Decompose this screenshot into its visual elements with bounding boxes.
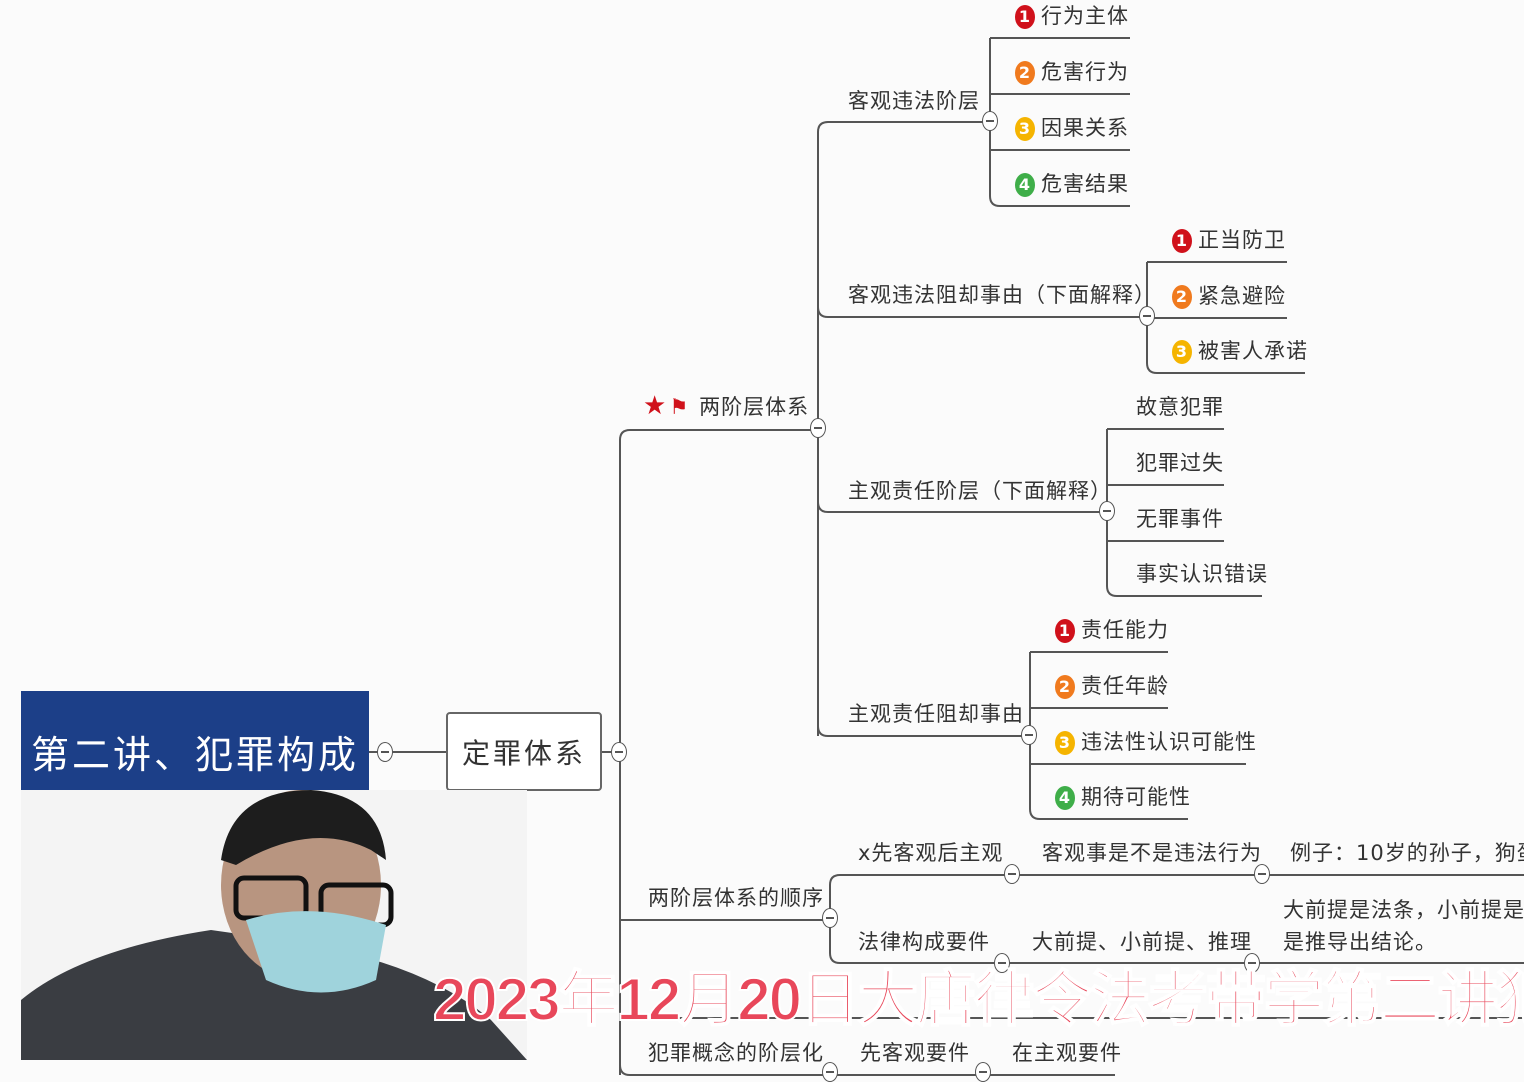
- collapse-toggle[interactable]: [1004, 864, 1020, 884]
- priority-3-icon: 3: [1015, 117, 1035, 141]
- node-item[interactable]: 先客观要件: [860, 1041, 970, 1065]
- collapse-toggle[interactable]: [822, 908, 838, 928]
- priority-2-icon: 2: [1172, 285, 1192, 309]
- node-item[interactable]: 法律构成要件: [858, 930, 990, 954]
- priority-4-icon: 4: [1055, 786, 1075, 810]
- priority-3-icon: 3: [1172, 340, 1192, 364]
- node-item[interactable]: 事实认识错误: [1136, 562, 1268, 586]
- priority-1-icon: 1: [1015, 5, 1035, 29]
- node-subjective-excuse[interactable]: 主观责任阻却事由: [848, 702, 1024, 726]
- priority-2-icon: 2: [1055, 675, 1075, 699]
- node-title: 定罪体系: [461, 736, 586, 770]
- collapse-toggle[interactable]: [822, 1062, 838, 1082]
- priority-2-icon: 2: [1015, 61, 1035, 85]
- node-item[interactable]: 在主观要件: [1012, 1041, 1122, 1065]
- video-watermark: 2023年12月20日大唐律令法考带学第二讲犯: [432, 965, 1524, 1034]
- priority-3-icon: 3: [1055, 731, 1075, 755]
- star-icon: ★: [643, 391, 668, 421]
- webcam-overlay: [21, 790, 527, 1060]
- collapse-toggle[interactable]: [975, 1062, 991, 1082]
- collapse-toggle[interactable]: [1139, 306, 1155, 326]
- node-item[interactable]: 客观事是不是违法行为: [1042, 841, 1262, 865]
- node-item[interactable]: 犯罪过失: [1136, 451, 1224, 475]
- collapse-toggle[interactable]: [377, 742, 393, 762]
- collapse-toggle[interactable]: [1099, 501, 1115, 521]
- node-dingzui-tixi[interactable]: 定罪体系: [446, 712, 602, 791]
- collapse-toggle[interactable]: [1021, 725, 1037, 745]
- node-concept[interactable]: 犯罪概念的阶层化: [648, 1041, 824, 1065]
- priority-1-icon: 1: [1172, 229, 1192, 253]
- node-subjective-liability[interactable]: 主观责任阶层（下面解释）: [848, 479, 1112, 503]
- collapse-toggle[interactable]: [1244, 953, 1260, 973]
- node-item[interactable]: 大前提、小前提、推理: [1032, 930, 1252, 954]
- collapse-toggle[interactable]: [994, 953, 1010, 973]
- collapse-toggle[interactable]: [982, 111, 998, 131]
- node-item[interactable]: 无罪事件: [1136, 507, 1224, 531]
- priority-1-icon: 1: [1055, 619, 1075, 643]
- node-objective-illegal[interactable]: 客观违法阶层: [848, 89, 980, 113]
- presenter-video: [21, 790, 527, 1060]
- collapse-toggle[interactable]: [810, 418, 826, 438]
- node-objective-justification[interactable]: 客观违法阻却事由（下面解释）: [848, 283, 1156, 307]
- node-item[interactable]: 例子：10岁的孙子，狗蛋，: [1290, 841, 1524, 865]
- node-two-tier[interactable]: ★⚑两阶层体系: [643, 391, 810, 421]
- priority-4-icon: 4: [1015, 173, 1035, 197]
- flag-icon: ⚑: [669, 395, 690, 419]
- collapse-toggle[interactable]: [611, 742, 627, 762]
- node-item-line2[interactable]: 是推导出结论。: [1283, 930, 1437, 954]
- node-item[interactable]: x先客观后主观: [858, 841, 1004, 865]
- collapse-toggle[interactable]: [1254, 864, 1270, 884]
- node-item-line1[interactable]: 大前提是法条，小前提是事实: [1283, 898, 1524, 922]
- root-title: 第二讲、犯罪构成: [30, 733, 359, 777]
- node-item[interactable]: 故意犯罪: [1136, 395, 1224, 419]
- node-order[interactable]: 两阶层体系的顺序: [648, 886, 824, 910]
